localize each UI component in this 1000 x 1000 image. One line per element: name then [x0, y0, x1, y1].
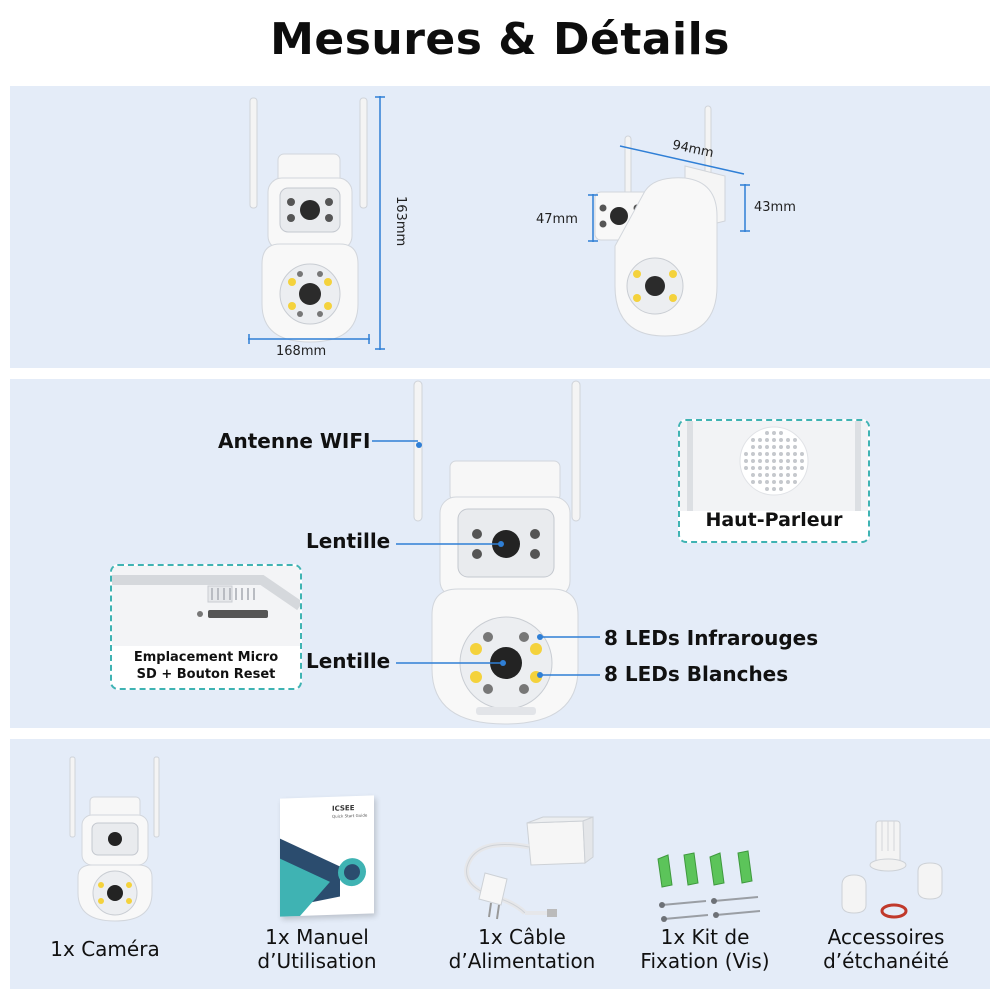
- manual-item-line2: d’Utilisation: [257, 949, 377, 973]
- screw-kit-item-line2: Fixation (Vis): [640, 949, 770, 973]
- measurements-panel: 163mm 168mm 94mm 47mm 43mm: [10, 86, 990, 368]
- lens-bottom-callout: Lentille: [306, 649, 391, 673]
- manual-item-line1: 1x Manuel: [265, 925, 369, 949]
- left-height-label: 47mm: [536, 212, 578, 227]
- camera-item-image: [69, 756, 160, 922]
- width-label: 168mm: [276, 344, 327, 359]
- speaker-detail-box: Haut-Parleur: [678, 419, 870, 543]
- screw-kit-item-label: 1x Kit de Fixation (Vis): [620, 925, 790, 973]
- sealing-item-label: Accessoires d’étchanéité: [806, 925, 966, 973]
- callout-lines: [372, 440, 600, 678]
- power-cable-item-image: [464, 816, 594, 920]
- screw-kit-item-line1: 1x Kit de: [660, 925, 750, 949]
- sealing-accessories-item-image: [841, 820, 943, 919]
- right-height-label: 43mm: [754, 200, 796, 215]
- camera-item-line1: 1x Caméra: [50, 937, 160, 961]
- antenna-callout: Antenne WIFI: [218, 429, 371, 453]
- sealing-item-line2: d’étchanéité: [823, 949, 949, 973]
- speaker-grille-image: [680, 421, 868, 511]
- sd-slot-label-line2: SD + Bouton Reset: [136, 667, 276, 682]
- screw-kit-item-image: [657, 850, 761, 922]
- camera-front-image: [249, 97, 368, 343]
- ir-leds-callout: 8 LEDs Infrarouges: [604, 626, 819, 650]
- cable-item-line2: d’Alimentation: [448, 949, 596, 973]
- manual-item-label: 1x Manuel d’Utilisation: [242, 925, 392, 973]
- height-label: 163mm: [393, 196, 408, 247]
- cable-item-line1: 1x Câble: [478, 925, 566, 949]
- lens-top-callout: Lentille: [306, 529, 391, 553]
- sd-slot-label-line1: Emplacement Micro: [133, 650, 279, 665]
- depth-dimension-line: [619, 145, 745, 175]
- sd-slot-detail-box: Emplacement Micro SD + Bouton Reset: [110, 564, 302, 690]
- right-height-dimension-line: [740, 184, 750, 232]
- sd-slot-image: [112, 566, 300, 646]
- manual-item-image: ICSEE Quick Start Guide: [280, 795, 374, 917]
- page-title: Mesures & Détails: [270, 14, 730, 65]
- cable-item-label: 1x Câble d’Alimentation: [432, 925, 612, 973]
- width-dimension-line: [248, 334, 370, 344]
- camera-item-label: 1x Caméra: [30, 937, 180, 961]
- camera-side-image: [594, 105, 726, 337]
- sealing-item-line1: Accessoires: [827, 925, 945, 949]
- speaker-label: Haut-Parleur: [705, 509, 843, 531]
- height-dimension-line: [375, 96, 385, 350]
- camera-detail-image: [413, 380, 581, 725]
- details-panel: Antenne WIFI Lentille Lentille 8 LEDs In…: [10, 379, 990, 728]
- left-height-dimension-line: [588, 194, 598, 242]
- box-contents-panel: ICSEE Quick Start Guide: [10, 739, 990, 989]
- white-leds-callout: 8 LEDs Blanches: [604, 662, 789, 686]
